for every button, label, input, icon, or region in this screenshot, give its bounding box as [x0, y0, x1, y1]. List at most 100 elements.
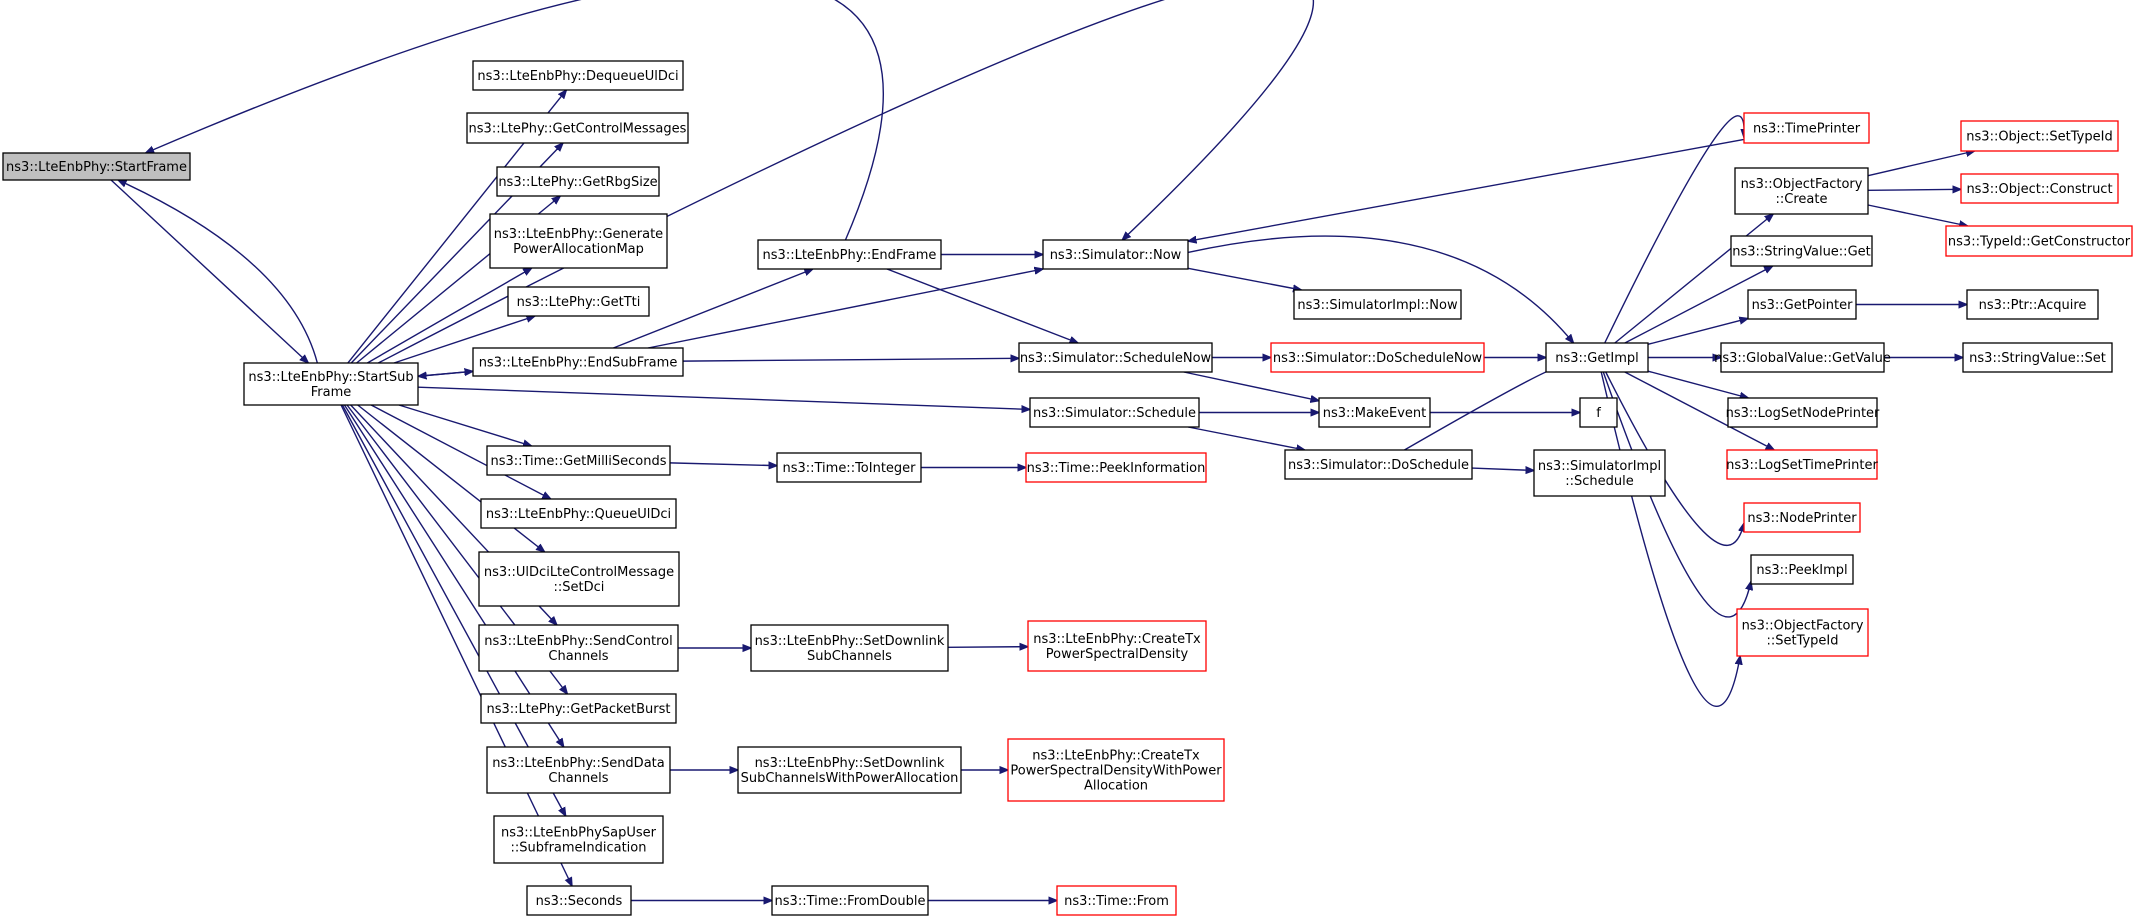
node-nodeprinter[interactable]: ns3::NodePrinter: [1743, 502, 1861, 533]
node-box[interactable]: [1027, 620, 1207, 672]
node-box[interactable]: [1042, 239, 1189, 270]
node-getctrl[interactable]: ns3::LtePhy::GetControlMessages: [466, 112, 689, 144]
node-box[interactable]: [1726, 449, 1878, 480]
node-box[interactable]: [750, 624, 949, 672]
node-box[interactable]: [1743, 112, 1870, 144]
node-strvalset[interactable]: ns3::StringValue::Set: [1962, 342, 2113, 373]
node-objsettid[interactable]: ns3::Object::SetTypeId: [1960, 120, 2119, 152]
node-gettti[interactable]: ns3::LtePhy::GetTti: [507, 286, 650, 317]
node-box[interactable]: [1730, 235, 1873, 267]
node-box[interactable]: [2, 152, 191, 181]
node-box[interactable]: [776, 452, 922, 483]
node-box[interactable]: [1743, 502, 1861, 533]
node-box[interactable]: [480, 693, 677, 724]
node-timeprinter[interactable]: ns3::TimePrinter: [1743, 112, 1870, 144]
node-objfactcreate[interactable]: ns3::ObjectFactory::Create: [1734, 167, 1869, 215]
node-dosched[interactable]: ns3::Simulator::DoSchedule: [1284, 449, 1473, 480]
node-makeevent[interactable]: ns3::MakeEvent: [1318, 397, 1431, 428]
node-box[interactable]: [1533, 449, 1666, 497]
node-box[interactable]: [1747, 289, 1857, 320]
node-strvalget[interactable]: ns3::StringValue::Get: [1730, 235, 1873, 267]
node-box[interactable]: [1720, 342, 1885, 373]
node-box[interactable]: [1966, 289, 2099, 320]
node-getrbg[interactable]: ns3::LtePhy::GetRbgSize: [496, 166, 660, 197]
node-peekimpl[interactable]: ns3::PeekImpl: [1750, 554, 1854, 585]
node-box[interactable]: [771, 885, 929, 916]
node-seconds[interactable]: ns3::Seconds: [526, 885, 632, 916]
node-createtx[interactable]: ns3::LteEnbPhy::CreateTxPowerSpectralDen…: [1027, 620, 1207, 672]
node-box[interactable]: [480, 498, 677, 529]
node-box[interactable]: [1293, 289, 1462, 320]
node-box[interactable]: [1318, 397, 1431, 428]
node-box[interactable]: [478, 624, 679, 672]
node-box[interactable]: [1270, 342, 1485, 373]
node-box[interactable]: [757, 239, 942, 270]
node-doschednow[interactable]: ns3::Simulator::DoScheduleNow: [1270, 342, 1485, 373]
node-getpkt[interactable]: ns3::LtePhy::GetPacketBurst: [480, 693, 677, 724]
node-gvgetvalue[interactable]: ns3::GlobalValue::GetValue: [1714, 342, 1891, 373]
node-box[interactable]: [472, 347, 684, 377]
node-simimplnow[interactable]: ns3::SimulatorImpl::Now: [1293, 289, 1462, 320]
node-objconstruct[interactable]: ns3::Object::Construct: [1960, 173, 2119, 204]
node-objfactsettid[interactable]: ns3::ObjectFactory::SetTypeId: [1736, 608, 1869, 657]
node-simnow[interactable]: ns3::Simulator::Now: [1042, 239, 1189, 270]
node-box[interactable]: [1945, 225, 2133, 257]
node-endframe[interactable]: ns3::LteEnbPhy::EndFrame: [757, 239, 942, 270]
node-box[interactable]: [1018, 342, 1213, 373]
node-setdlpow[interactable]: ns3::LteEnbPhy::SetDownlinkSubChannelsWi…: [737, 746, 962, 794]
node-logsetnode[interactable]: ns3::LogSetNodePrinter: [1726, 397, 1880, 428]
node-f[interactable]: f: [1579, 397, 1618, 428]
node-queueul[interactable]: ns3::LteEnbPhy::QueueUlDci: [480, 498, 677, 529]
node-tointeger[interactable]: ns3::Time::ToInteger: [776, 452, 922, 483]
node-box[interactable]: [1029, 397, 1200, 428]
node-box[interactable]: [489, 213, 668, 269]
node-box[interactable]: [1960, 120, 2119, 152]
node-box[interactable]: [737, 746, 962, 794]
node-fromdouble[interactable]: ns3::Time::FromDouble: [771, 885, 929, 916]
node-dequeue[interactable]: ns3::LteEnbPhy::DequeueUlDci: [472, 60, 684, 91]
node-box[interactable]: [526, 885, 632, 916]
node-simimplsched[interactable]: ns3::SimulatorImpl::Schedule: [1533, 449, 1666, 497]
node-box[interactable]: [478, 551, 680, 607]
node-box[interactable]: [486, 445, 671, 476]
node-box[interactable]: [1007, 738, 1225, 802]
node-box[interactable]: [1056, 885, 1177, 916]
node-box[interactable]: [1960, 173, 2119, 204]
node-sapuser[interactable]: ns3::LteEnbPhySapUser::SubframeIndicatio…: [493, 815, 664, 864]
node-logsettime[interactable]: ns3::LogSetTimePrinter: [1726, 449, 1878, 480]
node-box[interactable]: [472, 60, 684, 91]
node-schednow[interactable]: ns3::Simulator::ScheduleNow: [1018, 342, 1213, 373]
node-genpow[interactable]: ns3::LteEnbPhy::GeneratePowerAllocationM…: [489, 213, 668, 269]
node-box[interactable]: [507, 286, 650, 317]
node-box[interactable]: [466, 112, 689, 144]
node-box[interactable]: [1025, 452, 1207, 483]
node-setdci[interactable]: ns3::UlDciLteControlMessage::SetDci: [478, 551, 680, 607]
node-box[interactable]: [1545, 342, 1649, 373]
node-startframe[interactable]: ns3::LteEnbPhy::StartFrame: [2, 152, 191, 181]
node-tidgetctor[interactable]: ns3::TypeId::GetConstructor: [1945, 225, 2133, 257]
node-box[interactable]: [1736, 608, 1869, 657]
node-box[interactable]: [486, 746, 671, 794]
node-getimpl[interactable]: ns3::GetImpl: [1545, 342, 1649, 373]
node-box[interactable]: [1579, 397, 1618, 428]
node-endsub[interactable]: ns3::LteEnbPhy::EndSubFrame: [472, 347, 684, 377]
node-box[interactable]: [1284, 449, 1473, 480]
node-getpointer[interactable]: ns3::GetPointer: [1747, 289, 1857, 320]
node-box[interactable]: [493, 815, 664, 864]
node-box[interactable]: [496, 166, 660, 197]
node-sched[interactable]: ns3::Simulator::Schedule: [1029, 397, 1200, 428]
node-getmilli[interactable]: ns3::Time::GetMilliSeconds: [486, 445, 671, 476]
node-box[interactable]: [1962, 342, 2113, 373]
node-box[interactable]: [243, 362, 419, 406]
node-peekinfo[interactable]: ns3::Time::PeekInformation: [1025, 452, 1207, 483]
node-box[interactable]: [1734, 167, 1869, 215]
node-box[interactable]: [1750, 554, 1854, 585]
node-ptracquire[interactable]: ns3::Ptr::Acquire: [1966, 289, 2099, 320]
node-timefrom[interactable]: ns3::Time::From: [1056, 885, 1177, 916]
node-box[interactable]: [1727, 397, 1878, 428]
node-createtxpow[interactable]: ns3::LteEnbPhy::CreateTxPowerSpectralDen…: [1007, 738, 1225, 802]
